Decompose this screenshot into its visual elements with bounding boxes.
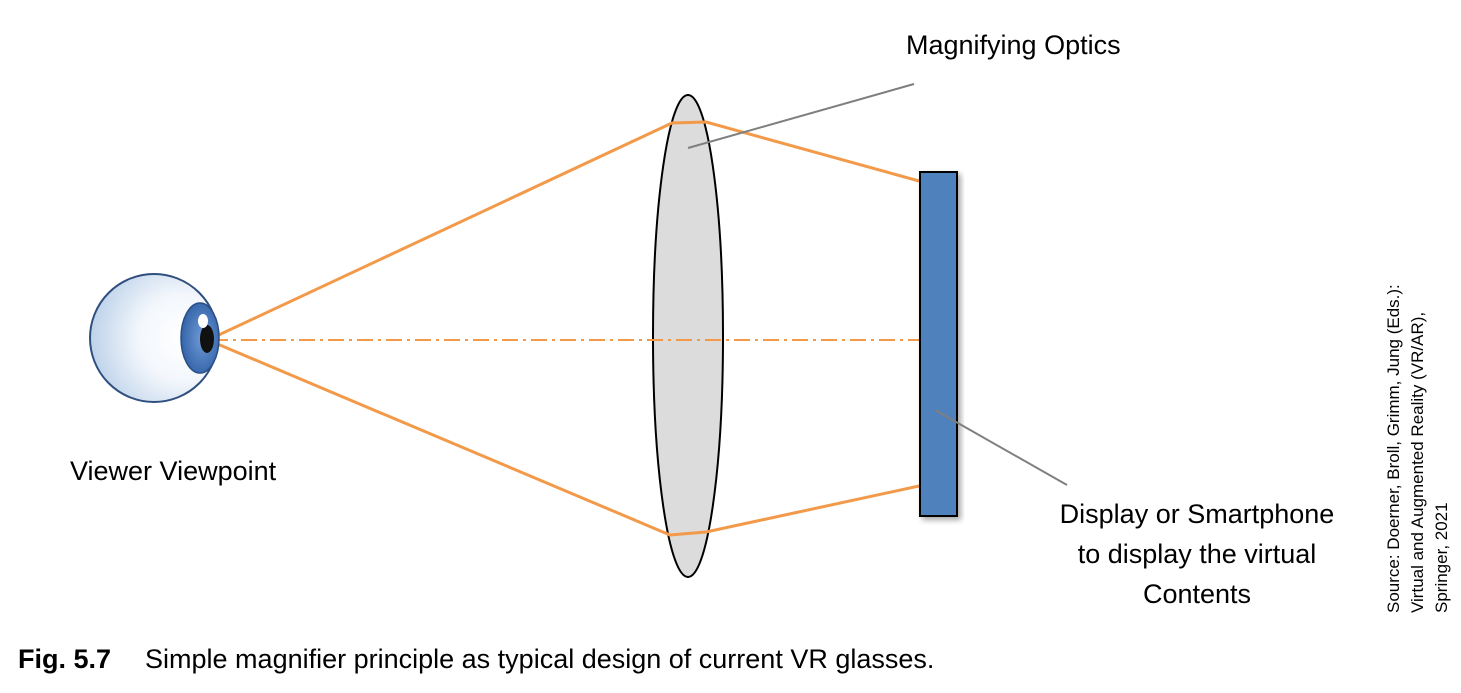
eye-icon xyxy=(89,273,220,403)
display-label-line-2: to display the virtual xyxy=(1077,539,1317,569)
source-line-2: Virtual and Augmented Reality (VR/AR), xyxy=(1408,311,1427,613)
magnifying-lens xyxy=(652,94,724,578)
caption-text: Simple magnifier principle as typical de… xyxy=(145,644,935,674)
source-line-3: Springer, 2021 xyxy=(1432,502,1451,613)
display-label: Display or Smartphone to display the vir… xyxy=(1030,494,1364,614)
source-line-1: Source: Doerner, Broll, Grimm, Jung (Eds… xyxy=(1384,284,1403,613)
upper-ray xyxy=(207,120,920,342)
figure-number: Fig. 5.7 xyxy=(18,644,112,674)
optics-label: Magnifying Optics xyxy=(906,30,1121,60)
lower-ray xyxy=(207,338,920,537)
display-leader-line xyxy=(934,409,1068,486)
iris xyxy=(180,302,220,374)
figure-caption: Fig. 5.7 Simple magnifier principle as ty… xyxy=(18,644,934,675)
viewer-label: Viewer Viewpoint xyxy=(70,456,277,486)
display-label-line-1: Display or Smartphone xyxy=(1059,499,1335,529)
pupil xyxy=(200,325,214,353)
eye-highlight xyxy=(198,314,208,328)
light-rays xyxy=(207,120,920,537)
optics-leader-line xyxy=(687,83,915,149)
source-citation: Source: Doerner, Broll, Grimm, Jung (Eds… xyxy=(1382,241,1454,613)
display-label-line-3: Contents xyxy=(1142,579,1252,609)
display-panel xyxy=(919,171,958,517)
